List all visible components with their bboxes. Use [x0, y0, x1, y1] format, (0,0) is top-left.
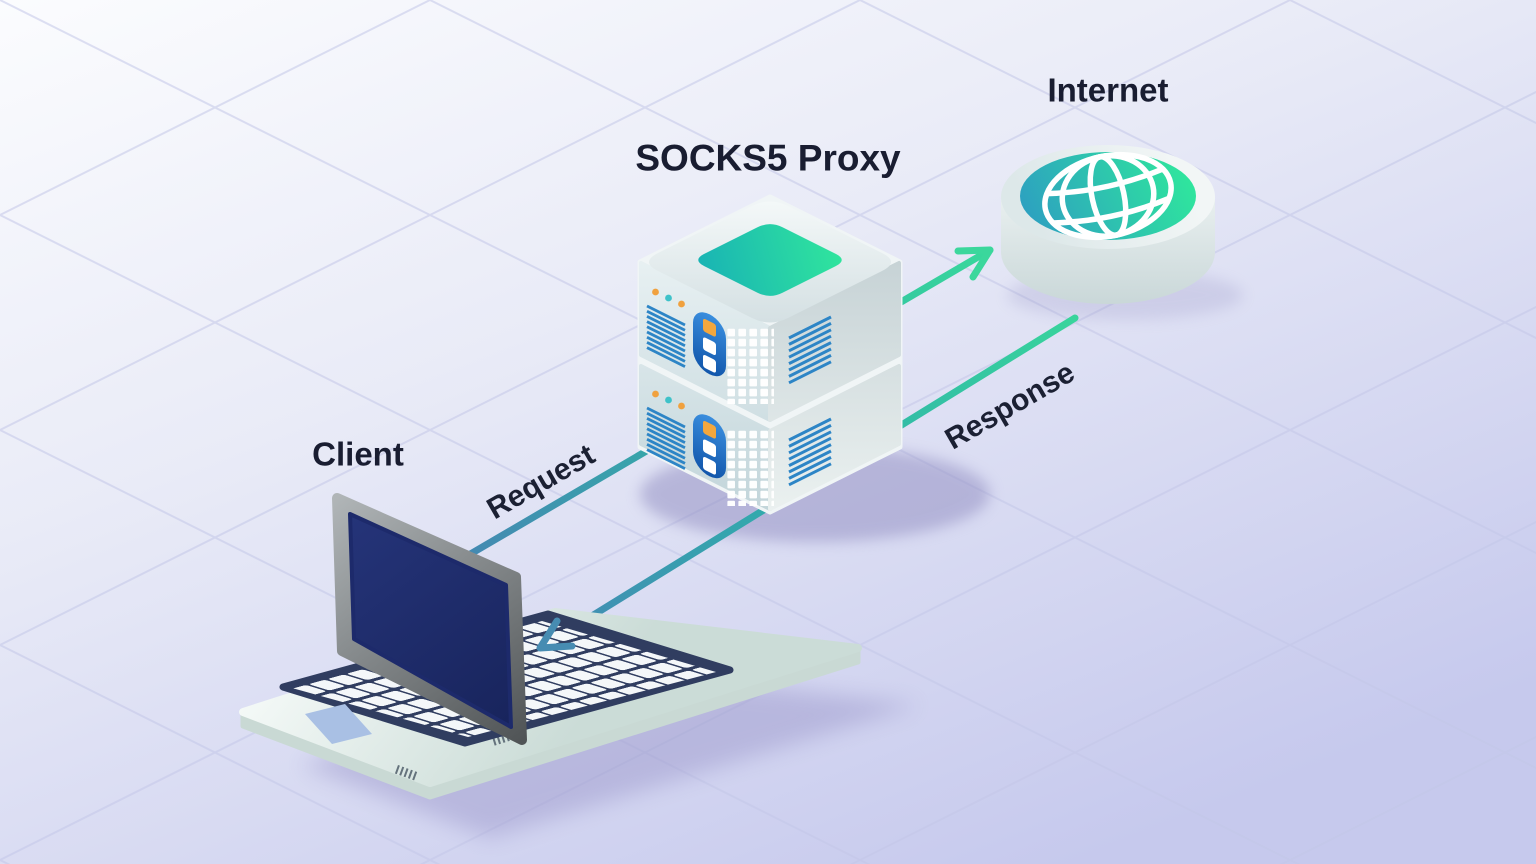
server-vent-left	[646, 304, 686, 368]
server-led-lights	[652, 288, 685, 308]
laptop-icon	[239, 493, 862, 800]
laptop-screen-display	[348, 512, 513, 729]
server-vent-right	[788, 315, 832, 385]
laptop-screen	[332, 493, 527, 745]
globe-wireframe	[1042, 151, 1174, 241]
laptop-shadow	[300, 668, 920, 838]
request-arrowhead	[954, 246, 994, 281]
server-top-accent-panel	[698, 224, 842, 296]
response-arrowhead	[536, 617, 576, 652]
globe-icon	[1001, 145, 1215, 304]
server-unit-details	[646, 288, 832, 404]
proxy-label: SOCKS5 Proxy	[635, 138, 901, 179]
laptop-trackpad	[305, 704, 372, 744]
server-control-pill	[693, 312, 726, 377]
server-stack-icon	[637, 194, 903, 515]
client-label: Client	[312, 436, 404, 473]
internet-label: Internet	[1047, 72, 1168, 109]
server-indicator-grid	[726, 328, 774, 404]
